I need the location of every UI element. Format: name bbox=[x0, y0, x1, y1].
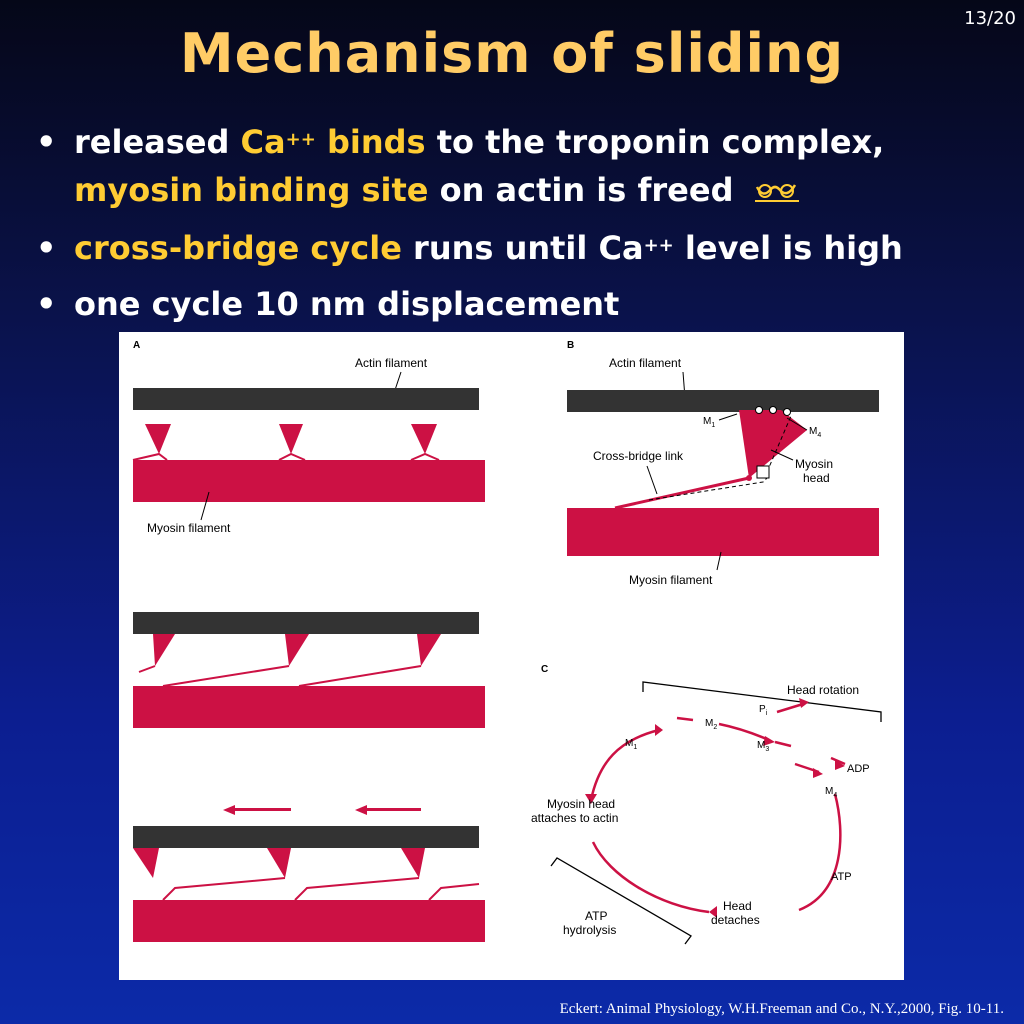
crossbridge-links bbox=[138, 665, 422, 687]
attach-label: Myosin head bbox=[547, 797, 615, 811]
myosin-head bbox=[739, 410, 807, 478]
text-run: one cycle 10 nm displacement bbox=[74, 285, 620, 323]
bullet-item-3: • one cycle 10 nm displacement bbox=[30, 280, 1020, 328]
panel-a-myosin-label: Myosin filament bbox=[147, 521, 231, 535]
text-run: binds bbox=[315, 123, 426, 161]
leader-line bbox=[770, 449, 794, 461]
myosin-head-label: head bbox=[803, 471, 830, 485]
citation: Eckert: Animal Physiology, W.H.Freeman a… bbox=[559, 1001, 1004, 1017]
direction-arrows bbox=[223, 805, 421, 815]
text-run: runs until Ca bbox=[401, 229, 644, 267]
panel-c-m3: M3 bbox=[757, 740, 769, 753]
myosin-filament bbox=[133, 460, 485, 502]
actin-filament bbox=[133, 612, 479, 634]
page-title: Mechanism of sliding bbox=[179, 22, 845, 85]
panel-b-myosin-label: Myosin filament bbox=[629, 573, 713, 587]
text-run: level is high bbox=[673, 229, 903, 267]
panel-b-m4: M4 bbox=[809, 426, 821, 439]
panel-c-m4: M4 bbox=[825, 786, 837, 799]
sliding-mechanism-figure: A Actin filament Myosin filament bbox=[119, 332, 904, 980]
bullet-dot: • bbox=[36, 285, 57, 323]
slide-number: 13/20 bbox=[964, 8, 1016, 29]
bullet-item-2: • cross-bridge cycle runs until Ca++ lev… bbox=[30, 224, 1020, 272]
myosin-filament bbox=[567, 508, 879, 556]
panel-b-label: B bbox=[567, 340, 574, 351]
hinge-point bbox=[746, 475, 752, 481]
attach-label: attaches to actin bbox=[531, 811, 618, 825]
dashed-outline bbox=[766, 415, 792, 473]
actin-filament bbox=[567, 390, 879, 412]
leader-line bbox=[200, 491, 210, 521]
superscript: ++ bbox=[285, 129, 316, 150]
leader-line bbox=[718, 413, 738, 421]
panel-c-m2: M2 bbox=[705, 718, 717, 731]
panel-b-actin-label: Actin filament bbox=[609, 356, 682, 370]
crossbridge-links bbox=[132, 452, 440, 461]
hydrolysis-label: ATP bbox=[585, 909, 607, 923]
superscript: ++ bbox=[643, 235, 674, 256]
myosin-filament bbox=[133, 686, 485, 728]
detach-label: detaches bbox=[711, 913, 760, 927]
head-rotation-label: Head rotation bbox=[787, 683, 859, 697]
cycle-branches bbox=[676, 702, 846, 766]
myosin-heads-resting bbox=[145, 424, 437, 454]
bullet-item-1: • released Ca++ binds to the troponin co… bbox=[30, 118, 1020, 216]
panel-c-m1: M1 bbox=[625, 738, 637, 751]
arrowheads bbox=[585, 698, 845, 918]
bullet-dot: • bbox=[36, 229, 57, 267]
panel-b-m1: M1 bbox=[703, 416, 715, 429]
actin-filament bbox=[133, 388, 479, 410]
bullet-list: • released Ca++ binds to the troponin co… bbox=[30, 118, 1020, 328]
myosin-heads-rotated bbox=[133, 848, 425, 878]
text-run: on actin is freed bbox=[428, 171, 734, 209]
text-run: myosin binding site bbox=[74, 171, 429, 209]
panel-c-atp: ATP bbox=[831, 871, 852, 883]
text-run: cross-bridge cycle bbox=[74, 229, 402, 267]
bullet-dot: • bbox=[36, 123, 57, 161]
detach-label: Head bbox=[723, 899, 752, 913]
figure-svg: A Actin filament Myosin filament bbox=[132, 340, 882, 945]
myosin-heads-bound bbox=[153, 634, 441, 666]
glasses-icon[interactable] bbox=[753, 168, 801, 216]
leader-line bbox=[786, 417, 808, 431]
head-rotation-bracket bbox=[642, 681, 882, 722]
panel-a-actin-label: Actin filament bbox=[355, 356, 428, 370]
binding-positions bbox=[755, 406, 791, 479]
actin-filament bbox=[133, 826, 479, 848]
crossbridge-link-line bbox=[614, 476, 750, 510]
text-run: Ca bbox=[240, 123, 286, 161]
myosin-head-label: Myosin bbox=[795, 457, 833, 471]
leader-line bbox=[716, 551, 722, 571]
crossbridge-links bbox=[162, 877, 480, 901]
text-run: to the troponin complex, bbox=[425, 123, 885, 161]
atp-hydrolysis-bracket bbox=[550, 857, 692, 945]
text-run: released bbox=[74, 123, 241, 161]
myosin-filament bbox=[133, 900, 485, 942]
panel-a-label: A bbox=[133, 340, 140, 351]
crossbridge-link-label: Cross-bridge link bbox=[593, 449, 684, 463]
panel-c-label: C bbox=[541, 664, 548, 675]
cycle-arrows bbox=[589, 722, 842, 914]
hydrolysis-label: hydrolysis bbox=[563, 923, 616, 937]
panel-c-pi: Pi bbox=[759, 704, 768, 717]
panel-c-adp: ADP bbox=[847, 763, 870, 775]
leader-line bbox=[646, 465, 658, 495]
